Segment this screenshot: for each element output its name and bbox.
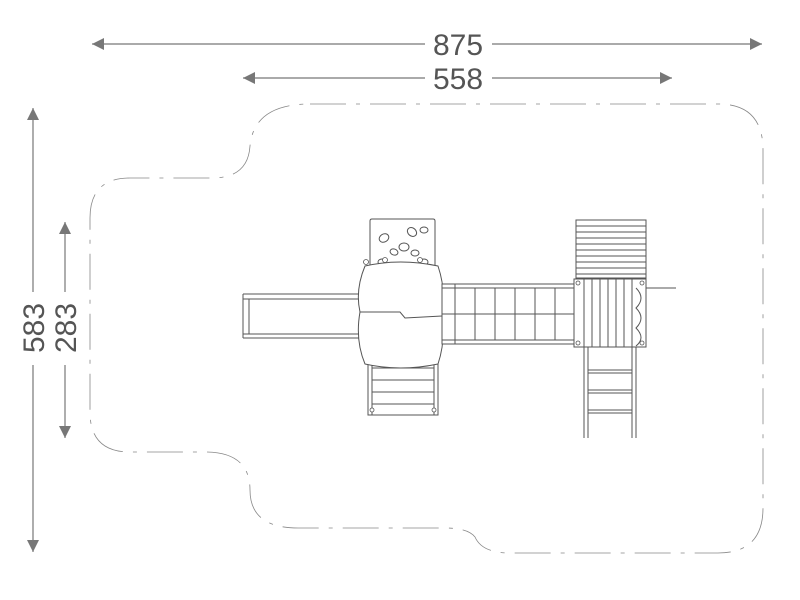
- dimension-total-width: 875: [92, 29, 762, 62]
- right-tower-deck: [573, 278, 676, 348]
- inner-width-label: 558: [433, 63, 483, 96]
- right-ladder: [583, 347, 637, 438]
- right-tower-panel: [575, 219, 647, 279]
- total-width-label: 875: [433, 29, 483, 62]
- dimension-total-depth: 583: [18, 108, 51, 552]
- safety-zone-outline: [89, 103, 764, 554]
- left-tower-roof: [357, 257, 444, 369]
- left-ladder: [367, 359, 439, 416]
- bridge: [441, 283, 576, 345]
- slide: [242, 293, 364, 339]
- climbing-hold-icon: [377, 226, 429, 266]
- climbing-wall: [369, 218, 436, 268]
- total-depth-label: 583: [18, 303, 51, 353]
- dimension-inner-width: 558: [243, 63, 672, 96]
- dimension-inner-depth: 283: [50, 222, 83, 438]
- inner-depth-label: 283: [50, 303, 83, 353]
